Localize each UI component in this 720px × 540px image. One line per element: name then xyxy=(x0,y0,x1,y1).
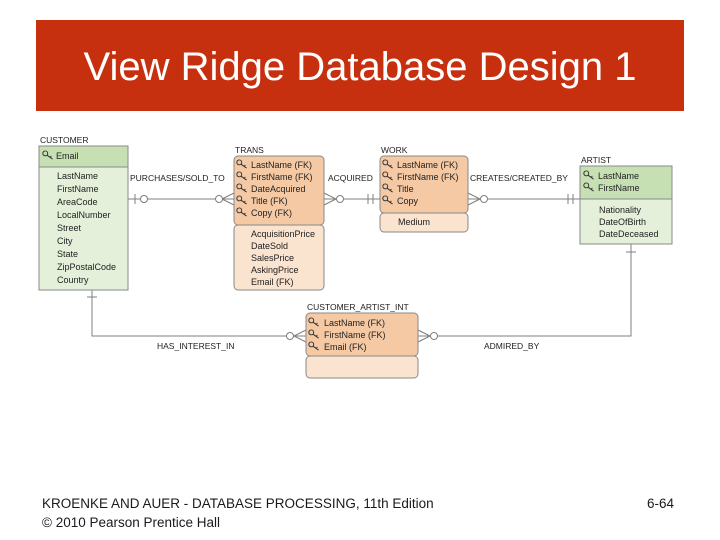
attribute: ZipPostalCode xyxy=(57,262,116,272)
attribute: DateDeceased xyxy=(599,229,659,239)
attribute: Street xyxy=(57,223,82,233)
entity-customer-artist-int: CUSTOMER_ARTIST_INT LastName (FK) FirstN… xyxy=(305,302,419,379)
attribute: DateSold xyxy=(251,241,288,251)
attribute: AcquisitionPrice xyxy=(251,229,315,239)
attribute: Medium xyxy=(398,217,430,227)
relationship-label-has-interest-in: HAS_INTEREST_IN xyxy=(157,341,234,351)
entity-name: CUSTOMER xyxy=(40,135,89,145)
key-attribute: DateAcquired xyxy=(251,184,306,194)
attribute: AreaCode xyxy=(57,197,98,207)
entity-name: ARTIST xyxy=(581,155,611,165)
entity-name: WORK xyxy=(381,145,408,155)
relationship-label-purchases-sold-to: PURCHASES/SOLD_TO xyxy=(130,173,225,183)
slide-title: View Ridge Database Design 1 xyxy=(83,45,637,89)
attribute: Country xyxy=(57,275,89,285)
key-attribute: FirstName xyxy=(598,183,640,193)
attribute: Nationality xyxy=(599,205,642,215)
key-attribute: FirstName (FK) xyxy=(324,330,386,340)
entity-work: WORK LastName (FK) FirstName (FK) Title … xyxy=(379,145,469,233)
attribute: AskingPrice xyxy=(251,265,299,275)
footer-copyright: © 2010 Pearson Prentice Hall xyxy=(42,515,221,530)
key-attribute: FirstName (FK) xyxy=(397,172,459,182)
attribute: FirstName xyxy=(57,184,99,194)
entity-name: CUSTOMER_ARTIST_INT xyxy=(307,302,409,312)
attribute: City xyxy=(57,236,73,246)
attribute: DateOfBirth xyxy=(599,217,646,227)
attribute: Email (FK) xyxy=(251,277,294,287)
key-attribute: LastName (FK) xyxy=(251,160,312,170)
key-attribute: LastName (FK) xyxy=(397,160,458,170)
title-bar: View Ridge Database Design 1 xyxy=(36,20,684,111)
key-attribute: Title (FK) xyxy=(251,196,288,206)
page-number: 6-64 xyxy=(647,496,675,511)
key-attribute: Copy (FK) xyxy=(251,208,292,218)
relationship-labels: PURCHASES/SOLD_TO ACQUIRED CREATES/CREAT… xyxy=(130,173,568,351)
relationship-label-admired-by: ADMIRED_BY xyxy=(484,341,540,351)
key-attribute: Email xyxy=(56,151,79,161)
key-attribute: FirstName (FK) xyxy=(251,172,313,182)
relationship-label-creates-created-by: CREATES/CREATED_BY xyxy=(470,173,568,183)
key-attribute: LastName (FK) xyxy=(324,318,385,328)
attribute: State xyxy=(57,249,78,259)
entity-trans: TRANS LastName (FK) FirstName (FK) DateA… xyxy=(233,145,325,291)
attribute: SalesPrice xyxy=(251,253,294,263)
entity-customer: CUSTOMER Email LastName FirstName AreaCo… xyxy=(38,135,129,291)
key-attribute: Email (FK) xyxy=(324,342,367,352)
key-attribute: Copy xyxy=(397,196,419,206)
footer-citation: KROENKE AND AUER - DATABASE PROCESSING, … xyxy=(42,496,434,511)
attribute: LastName xyxy=(57,171,98,181)
key-attribute: LastName xyxy=(598,171,639,181)
attribute: LocalNumber xyxy=(57,210,111,220)
entity-artist: ARTIST LastName FirstName Nationality Da… xyxy=(579,155,673,245)
relationship-label-acquired: ACQUIRED xyxy=(328,173,373,183)
relationship-lines xyxy=(87,192,636,343)
key-attribute: Title xyxy=(397,184,414,194)
entity-name: TRANS xyxy=(235,145,264,155)
